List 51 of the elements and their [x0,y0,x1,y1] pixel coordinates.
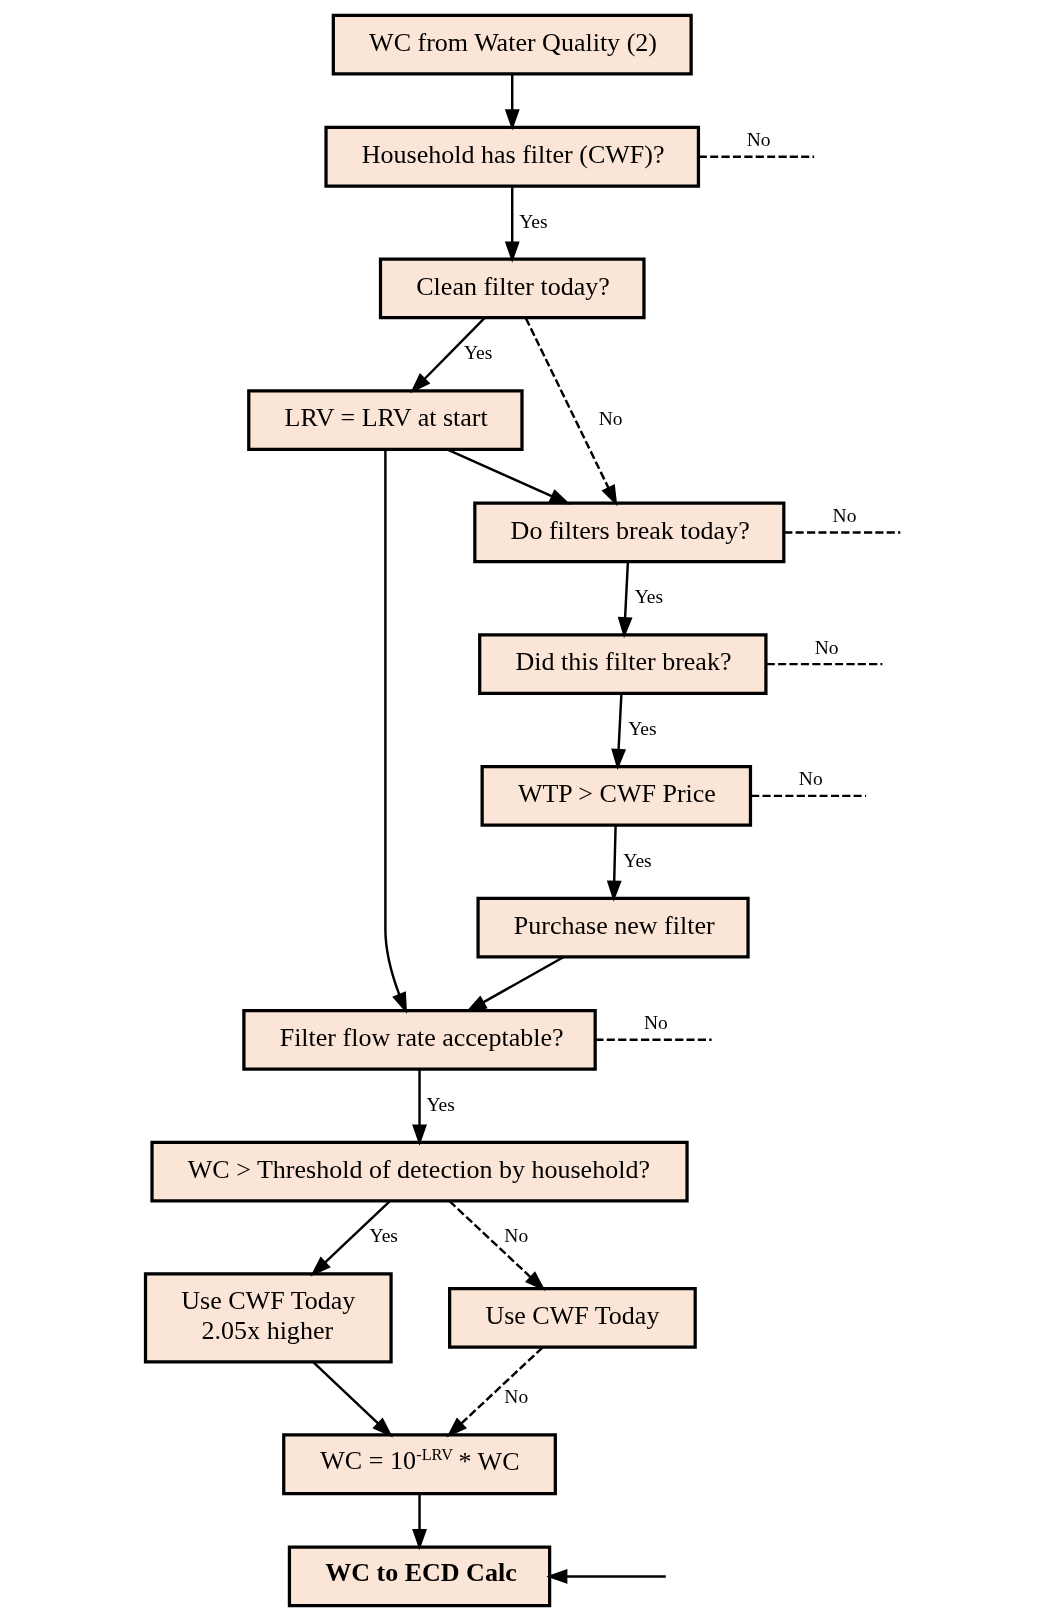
arrow [610,693,626,771]
connector [783,531,900,534]
edge-label: Yes [425,1093,455,1115]
arrow [309,1200,390,1277]
connector [766,662,882,666]
edge-label: No [798,768,823,790]
arrow [445,1346,543,1438]
connector [594,1038,712,1041]
node-box: Do filters break today? [472,501,785,564]
arrow [617,561,632,639]
edge-label: No [503,1225,528,1247]
arrow [545,1569,666,1584]
node-box: Use CWF Today 2.05x higher [143,1272,393,1364]
edge-label: Yes [518,210,548,232]
arrow [409,317,486,394]
node-box: WC from Water Quality (2) [331,13,693,76]
arrow [465,955,564,1013]
edge-label: Yes [627,718,657,740]
arrow [411,1069,427,1146]
node-box: WC > Threshold of detection by household? [149,1140,689,1203]
node-box: WTP > CWF Price [480,764,752,827]
node-box: Did this filter break? [477,633,768,696]
arrow [311,1361,393,1438]
node-box: Purchase new filter [475,896,750,959]
edge-label: No [832,505,856,526]
arrow [524,317,617,507]
node-box: Filter flow rate acceptable? [241,1008,597,1071]
edge-label: Yes [622,849,652,871]
arrow [383,449,407,1014]
node-box: Use CWF Today [447,1287,697,1349]
edge-label: No [598,408,623,430]
node-box: LRV = LRV at start [246,389,524,452]
node-box: WC to ECD Calc [287,1545,551,1608]
node-box: Household has filter (CWF)? [323,125,700,188]
edge-label: Yes [463,342,492,364]
arrow [411,1493,427,1551]
arrow [504,186,520,263]
edge-label: No [503,1386,528,1408]
edge-label: No [814,636,839,658]
arrow [446,448,571,505]
connector [698,155,814,158]
node-box: Clean filter today? [378,257,646,320]
edge-label: Yes [369,1225,398,1247]
edge-label: Yes [634,586,663,608]
arrow [448,1200,545,1292]
connector [750,794,866,798]
arrow [504,74,520,131]
node-box: WC = 10$^{-LRV}$ * WC [281,1433,557,1496]
arrow [606,825,622,902]
edge-label: No [643,1012,668,1034]
edge-label: No [746,129,771,151]
